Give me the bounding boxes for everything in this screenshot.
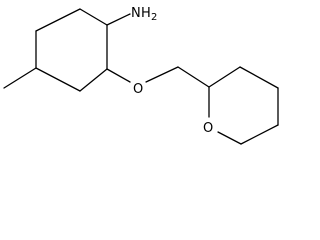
bond-c5prime-c6prime [240, 124, 279, 145]
molecule-structure-diagram: N H 2 O O [3, 6, 279, 145]
bond-c1-n [106, 13, 131, 26]
bond-c4-c5 [35, 67, 81, 92]
bond-o-ch2 [145, 66, 179, 83]
bond-c1-c2 [79, 8, 108, 26]
tetrahydropyran-ring [208, 66, 279, 145]
amine-hydrogen-label: H [141, 6, 151, 21]
ether-oxygen-label: O [133, 82, 143, 97]
bond-c6-o [106, 68, 131, 83]
bond-methyl [3, 67, 37, 89]
amine-nitrogen-label: N [131, 6, 141, 21]
amine-group-label: N H 2 [131, 6, 157, 23]
amine-subscript-label: 2 [151, 12, 157, 23]
bond-ch2-c2prime [177, 66, 210, 88]
ring-oxygen-label: O [203, 121, 213, 136]
cyclohexane-ring [35, 8, 108, 92]
bond-c5-c6 [79, 68, 108, 92]
bond-c2-c3 [35, 8, 81, 32]
bond-c6prime-oring [217, 131, 242, 145]
bond-c3prime-c4prime [239, 66, 279, 89]
bond-c2prime-c3prime [208, 66, 241, 88]
